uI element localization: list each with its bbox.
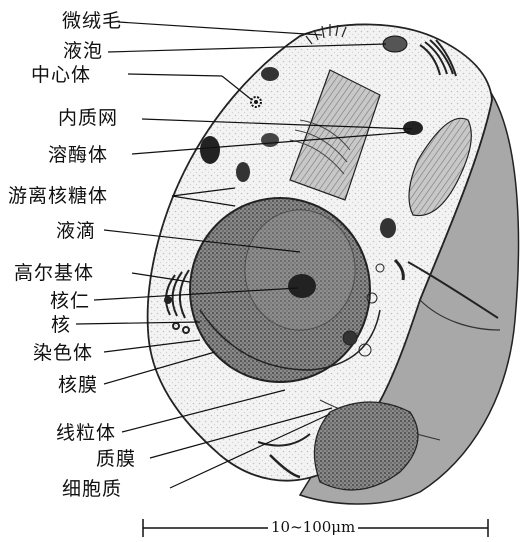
label-vacuole: 液泡 xyxy=(63,40,103,62)
vacuole-shape xyxy=(383,36,407,52)
label-chromatin: 染色体 xyxy=(33,342,93,364)
label-plasma-membrane: 质膜 xyxy=(96,448,136,470)
scale-label: 10~100μm xyxy=(268,518,358,536)
label-er: 内质网 xyxy=(58,107,118,129)
label-lysosome: 溶酶体 xyxy=(48,144,108,166)
label-nucleus: 核 xyxy=(51,314,71,336)
label-free-ribosome: 游离核糖体 xyxy=(8,185,108,207)
label-droplet: 液滴 xyxy=(56,220,96,242)
label-nucleolus: 核仁 xyxy=(50,290,90,312)
label-microvilli: 微绒毛 xyxy=(62,10,122,32)
label-mitochondria: 线粒体 xyxy=(56,422,116,444)
label-nuclear-envelope: 核膜 xyxy=(58,374,98,396)
label-cytoplasm: 细胞质 xyxy=(62,478,122,500)
nucleolus-shape xyxy=(288,274,316,298)
label-golgi: 高尔基体 xyxy=(14,262,94,284)
label-centrosome: 中心体 xyxy=(31,64,91,86)
